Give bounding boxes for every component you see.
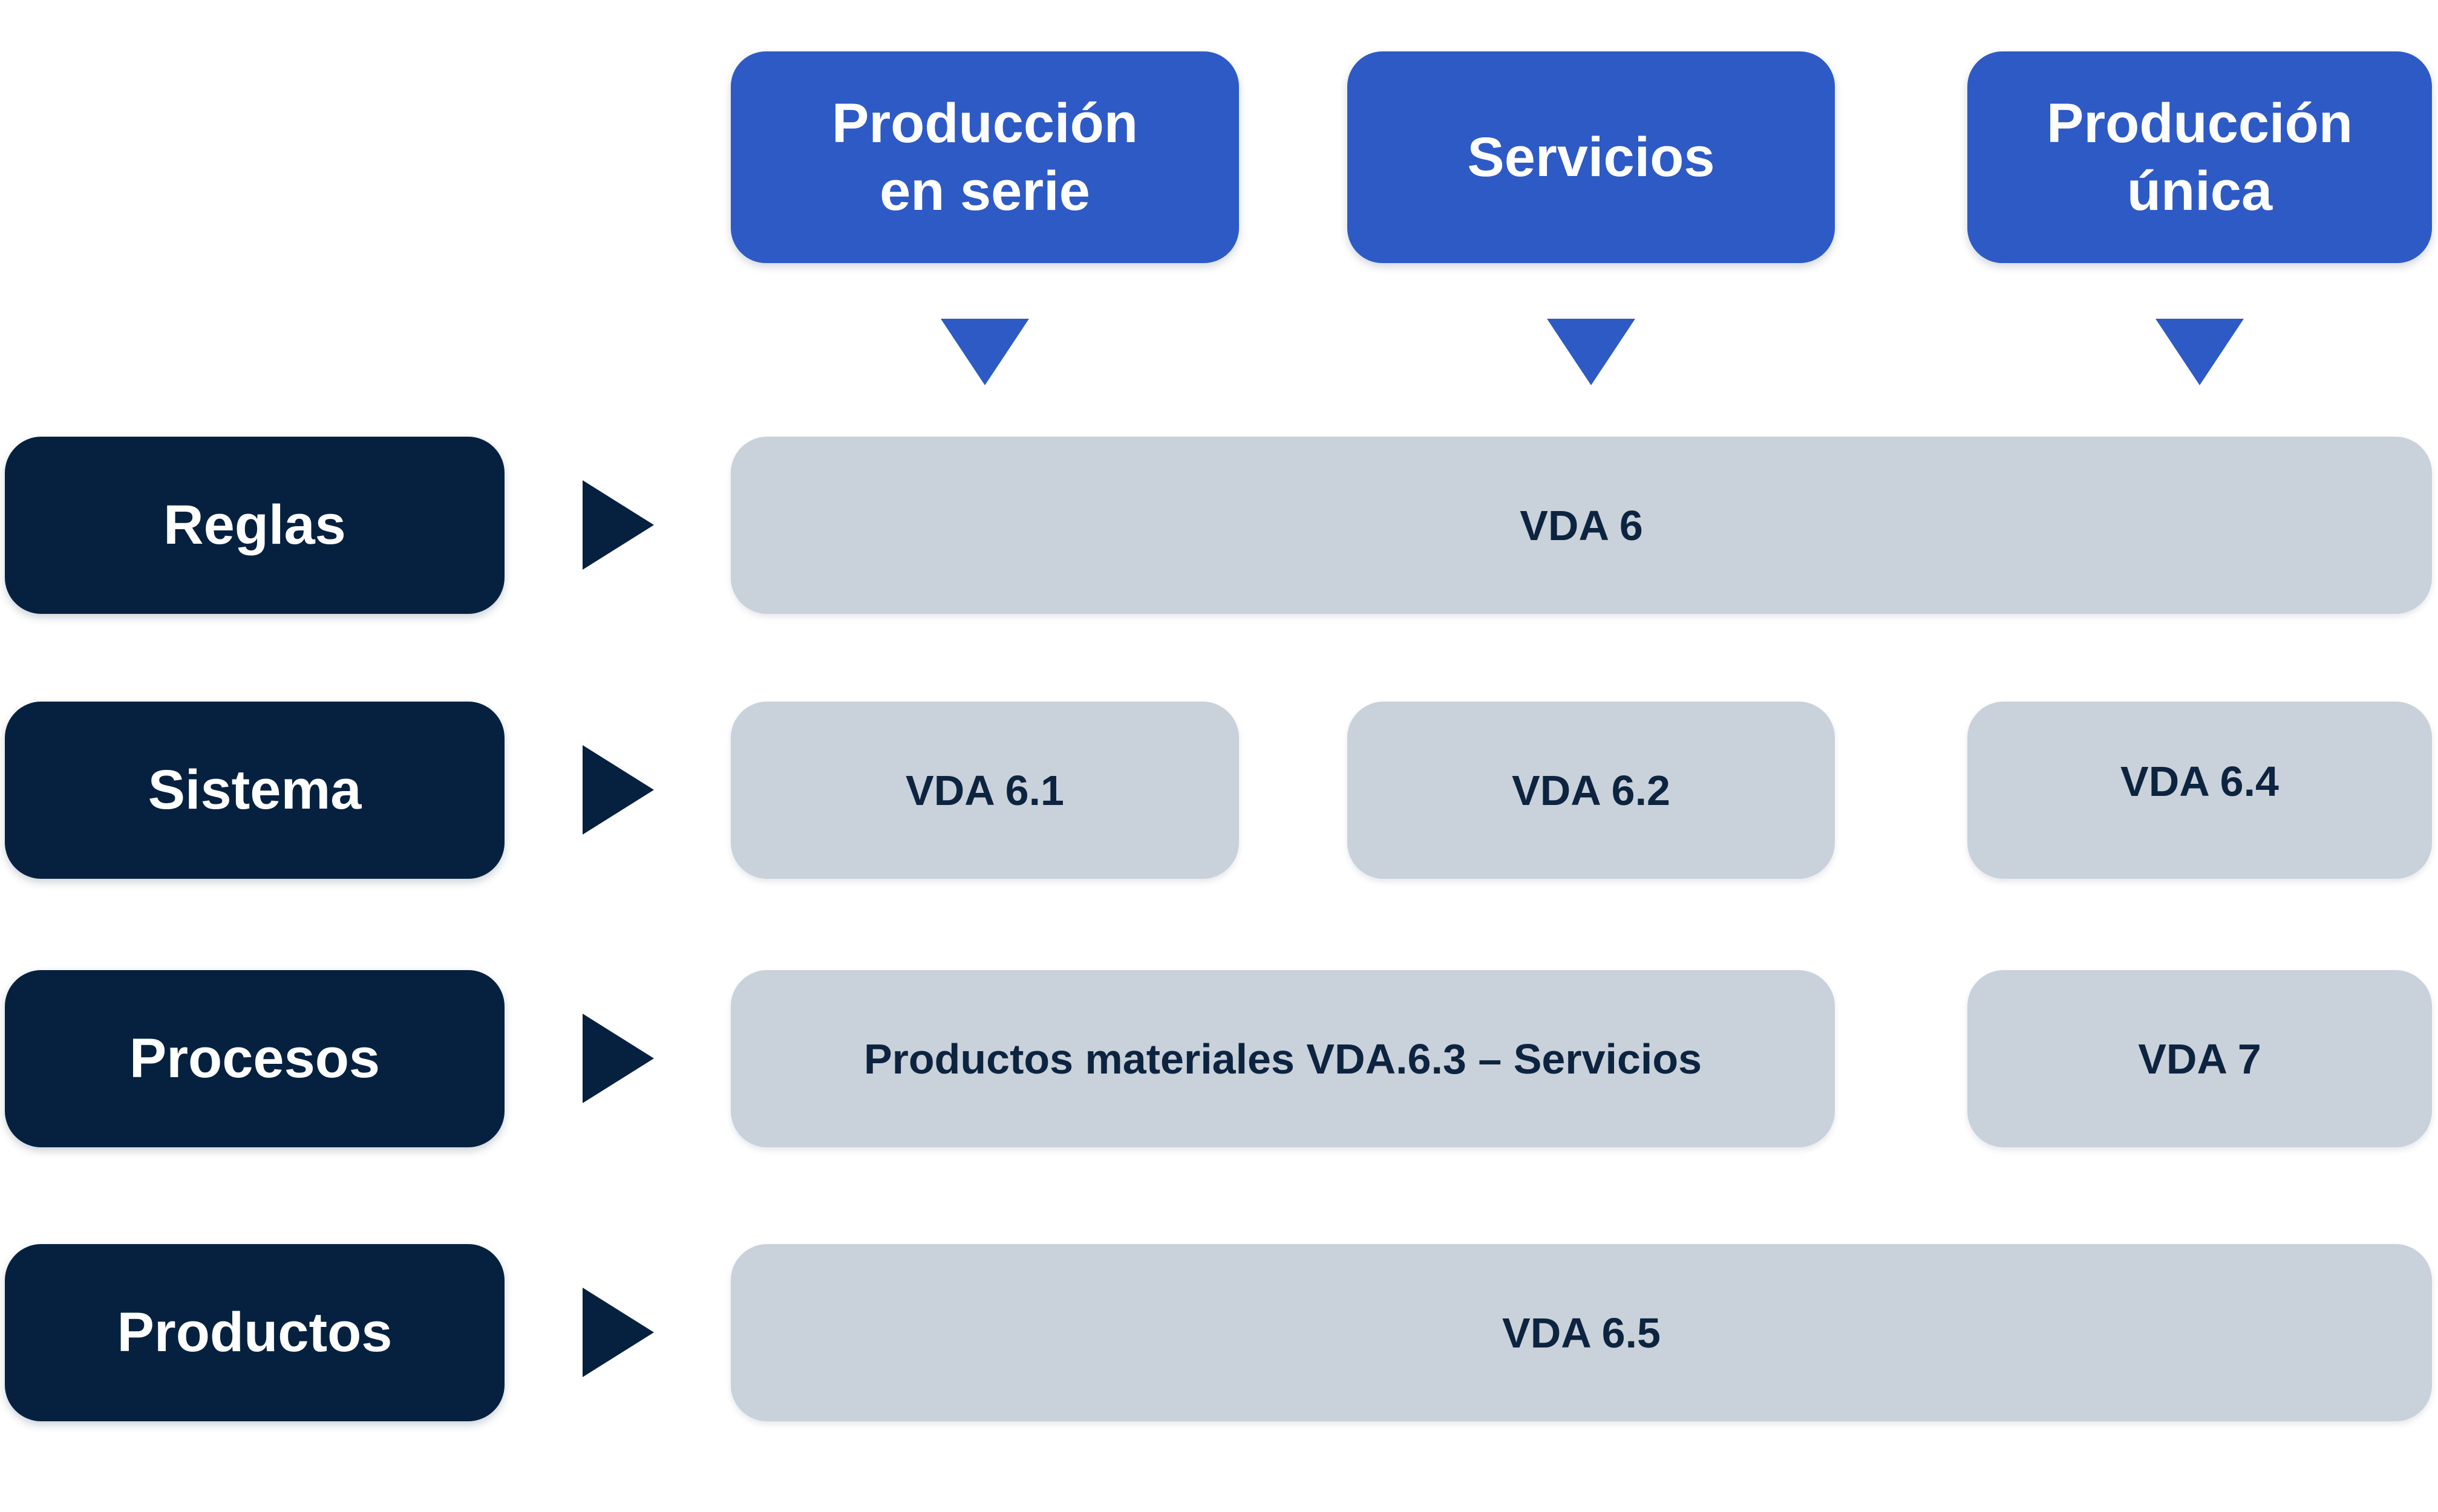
box-vda-6-1: VDA 6.1: [731, 702, 1239, 879]
box-vda-6-2: VDA 6.2: [1347, 702, 1835, 879]
triangle-down-icon: [2155, 319, 2244, 385]
header-servicios: Servicios: [1347, 51, 1835, 263]
row-label-sistema: Sistema: [5, 702, 505, 879]
box-vda-6-5: VDA 6.5: [731, 1244, 2432, 1421]
triangle-right-icon: [583, 1288, 654, 1377]
triangle-right-icon: [583, 1014, 654, 1103]
box-vda-7: VDA 7: [1967, 970, 2432, 1147]
box-vda-6-4: VDA 6.4: [1967, 702, 2432, 879]
triangle-right-icon: [583, 480, 654, 570]
box-productos-materiales-vda-6-3: Productos materiales VDA.6.3 – Servicios: [731, 970, 1835, 1147]
triangle-down-icon: [941, 319, 1029, 385]
triangle-down-icon: [1547, 319, 1635, 385]
row-label-productos: Productos: [5, 1244, 505, 1421]
header-produccion-unica: Producción única: [1967, 51, 2432, 263]
row-label-reglas: Reglas: [5, 437, 505, 614]
row-label-procesos: Procesos: [5, 970, 505, 1147]
header-produccion-en-serie: Producción en serie: [731, 51, 1239, 263]
box-vda-6: VDA 6: [731, 437, 2432, 614]
triangle-right-icon: [583, 745, 654, 835]
